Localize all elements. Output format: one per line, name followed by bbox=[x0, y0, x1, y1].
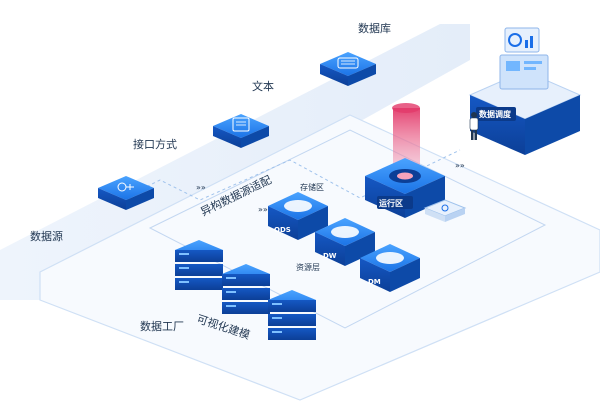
layer-dw-label: DW bbox=[323, 252, 337, 260]
data-factory-platform bbox=[39, 114, 600, 401]
runtime-label: 运行区 bbox=[379, 198, 403, 208]
text-source-chip bbox=[213, 114, 269, 148]
operator-figure bbox=[469, 112, 479, 140]
background-band bbox=[0, 24, 470, 300]
label-factory: 数据工厂 bbox=[140, 319, 184, 333]
label-resource: 资源层 bbox=[296, 262, 320, 272]
runtime-side-chip bbox=[423, 199, 467, 222]
flow-line-main bbox=[119, 149, 461, 201]
layer-ods: ODS bbox=[268, 192, 328, 240]
label-database: 数据库 bbox=[358, 21, 391, 35]
flow-arrows-1: »» bbox=[196, 183, 206, 192]
layer-dw: DW bbox=[315, 218, 375, 266]
label-source: 数据源 bbox=[30, 229, 63, 243]
flow-arrows-2: »» bbox=[258, 205, 268, 214]
label-api: 接口方式 bbox=[133, 137, 177, 151]
scheduler-platform: 数据调度 bbox=[468, 54, 582, 155]
layer-dm: DM bbox=[360, 244, 420, 292]
database-source-chip bbox=[320, 52, 376, 86]
scheduler-label: 数据调度 bbox=[479, 109, 512, 119]
label-store: 存储区 bbox=[300, 182, 324, 192]
server-stack-3 bbox=[268, 290, 316, 340]
runtime-module: 运行区 bbox=[365, 158, 445, 218]
layer-dm-label: DM bbox=[368, 278, 381, 286]
runtime-beam-top bbox=[392, 103, 420, 113]
api-source-chip bbox=[98, 176, 154, 210]
layer-ods-label: ODS bbox=[274, 226, 291, 234]
label-text: 文本 bbox=[252, 79, 274, 93]
server-stack-2 bbox=[222, 264, 270, 314]
flow-arrows-3: »» bbox=[455, 161, 465, 170]
floating-chart-panel bbox=[504, 27, 540, 53]
server-stack-1 bbox=[175, 240, 223, 290]
